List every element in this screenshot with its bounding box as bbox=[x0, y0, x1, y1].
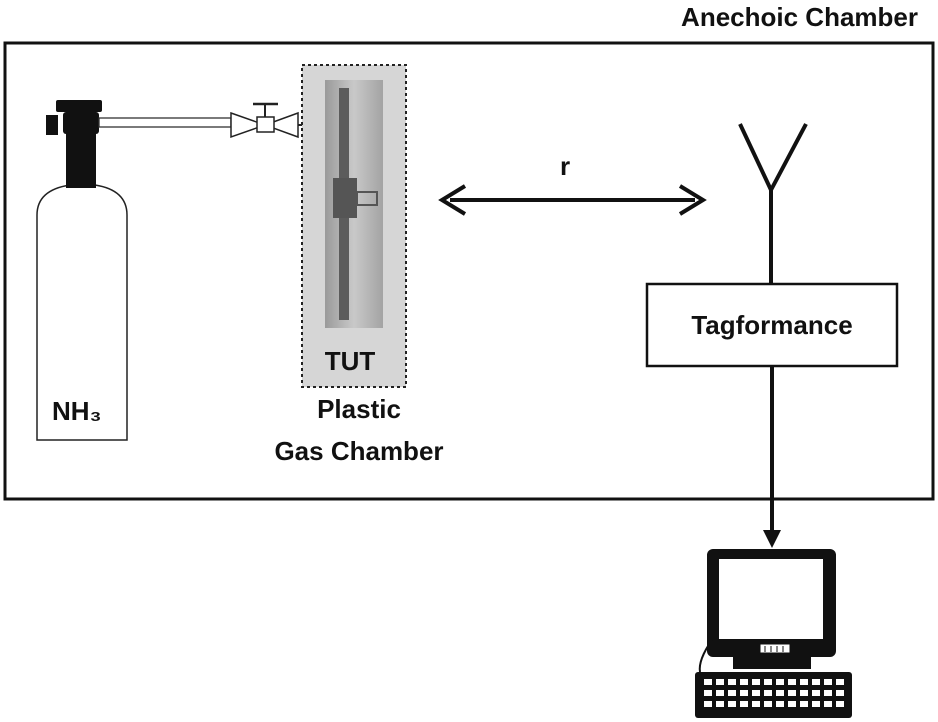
keyboard-icon bbox=[695, 672, 852, 718]
valve-icon bbox=[230, 102, 302, 139]
tut-label: TUT bbox=[325, 346, 376, 376]
antenna-icon bbox=[738, 123, 808, 284]
gas-chamber-caption-line2: Gas Chamber bbox=[274, 436, 443, 466]
anechoic-chamber-title: Anechoic Chamber bbox=[681, 2, 918, 32]
distance-arrow bbox=[438, 184, 707, 216]
reader-to-computer-arrow bbox=[763, 366, 781, 548]
tag-photo bbox=[325, 80, 383, 328]
distance-label: r bbox=[560, 151, 570, 181]
computer-icon bbox=[698, 549, 836, 673]
gas-chamber-caption-line1: Plastic bbox=[317, 394, 401, 424]
anechoic-chamber-frame bbox=[3, 41, 935, 501]
gas-cylinder-label: NH₃ bbox=[52, 396, 102, 426]
tagformance-label: Tagformance bbox=[691, 310, 852, 340]
gas-cylinder-icon bbox=[36, 100, 232, 441]
